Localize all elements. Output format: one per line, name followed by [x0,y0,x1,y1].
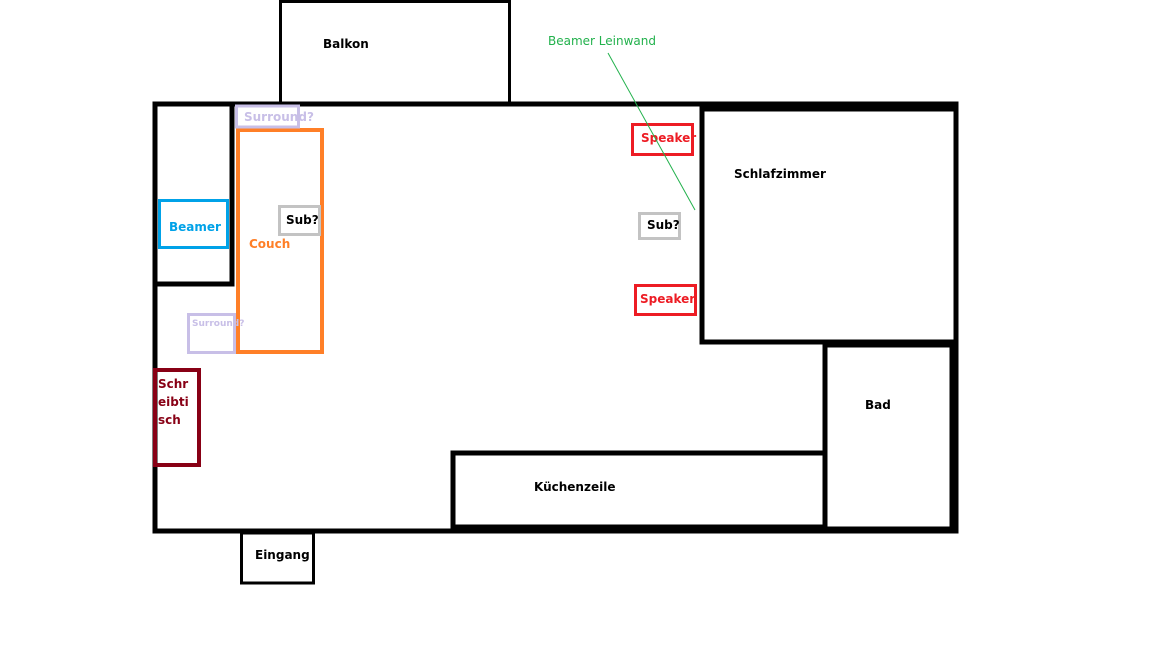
surround-left-box [187,313,236,354]
sub-front-label: Sub? [647,218,680,232]
speaker-bottom-box [634,284,697,316]
surround-left-label: Surround? [192,319,244,329]
couch-label: Couch [249,237,290,251]
screen-pointer-line [607,52,696,211]
balkon-label: Balkon [323,37,369,51]
speaker-top-box [631,123,694,156]
sub-couch-label: Sub? [286,213,319,227]
outer-wall [152,101,959,534]
surround-top-box [235,104,300,129]
speaker-bottom-label: Speaker [640,292,695,306]
couch-box [236,128,324,354]
desk-label-line1: Schr [158,377,188,391]
kuechenzeile [450,450,828,530]
speaker-top-label: Speaker [641,131,696,145]
bad-label: Bad [865,398,891,412]
eingang-room [240,531,315,585]
balkon-room [279,0,511,105]
schlafzimmer-label: Schlafzimmer [734,167,826,181]
sub-front-box [638,212,681,240]
desk-label-line3: sch [158,413,181,427]
schlafzimmer-room [699,106,959,345]
sub-couch-box [278,205,321,236]
surround-top-label: Surround? [244,110,314,124]
beamer-label: Beamer [169,220,221,234]
kuechenzeile-label: Küchenzeile [534,480,615,494]
desk-label-line2: eibti [158,395,189,409]
desk-box [153,368,201,467]
eingang-label: Eingang [255,548,310,562]
closet-wall [155,104,235,287]
bad-room [822,342,955,532]
screen-label: Beamer Leinwand [548,34,656,48]
beamer-box [158,199,229,249]
